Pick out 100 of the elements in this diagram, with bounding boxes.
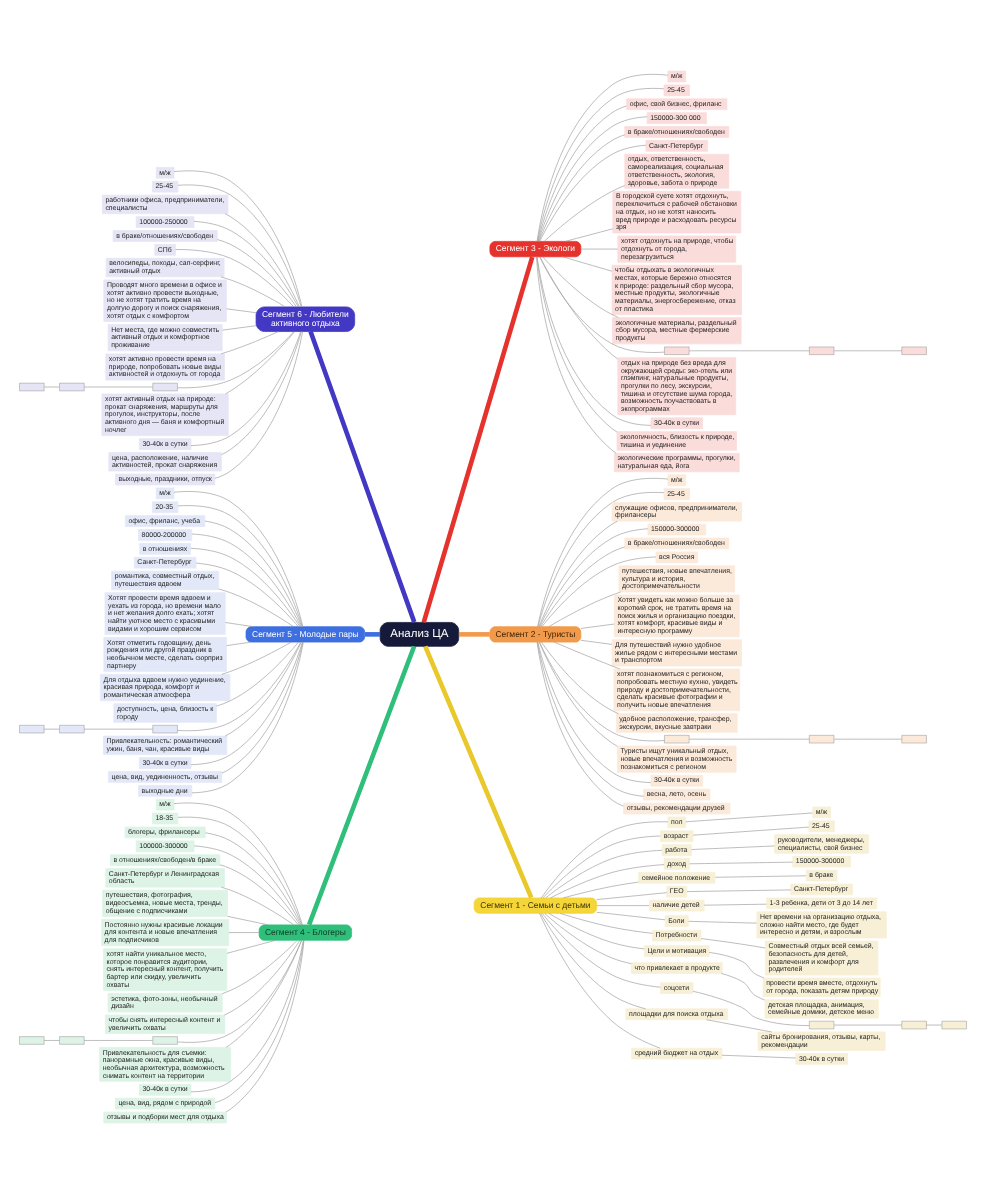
connector — [706, 1019, 772, 1033]
connector — [83, 1040, 153, 1041]
connector — [540, 913, 646, 1010]
connector — [548, 913, 645, 950]
connector — [421, 256, 535, 624]
connector — [545, 849, 663, 899]
connector — [539, 144, 647, 242]
connector — [541, 556, 657, 627]
node-box — [809, 346, 835, 355]
node-box — [152, 382, 178, 392]
connector — [177, 940, 302, 1043]
connector — [191, 533, 302, 627]
connector — [538, 134, 626, 242]
connector — [190, 547, 301, 627]
connector — [544, 185, 626, 242]
connector — [565, 228, 614, 242]
node-box — [59, 725, 85, 734]
connector — [221, 641, 292, 675]
connector — [538, 641, 618, 747]
connector — [563, 881, 639, 899]
connector — [225, 940, 305, 1113]
connector — [539, 256, 665, 353]
connector — [686, 889, 792, 892]
connector — [83, 386, 153, 388]
connector — [221, 940, 298, 995]
connector — [423, 645, 534, 899]
connector — [193, 221, 299, 307]
connector — [43, 1040, 60, 1041]
connector — [700, 938, 766, 949]
connector — [539, 913, 661, 1049]
node-box — [901, 735, 927, 744]
connector — [214, 940, 305, 1103]
connector — [539, 256, 618, 360]
connector — [692, 990, 810, 1026]
connector — [224, 642, 302, 737]
connector — [226, 940, 276, 954]
connector — [195, 562, 299, 627]
connector — [214, 331, 303, 479]
node-box — [152, 1036, 178, 1045]
connector — [542, 256, 619, 318]
node-box — [59, 1036, 85, 1045]
connector — [562, 256, 613, 272]
connector — [691, 845, 775, 850]
connector — [177, 331, 295, 389]
connector — [550, 864, 665, 899]
connector — [538, 520, 618, 627]
connector — [220, 886, 294, 926]
connector — [43, 728, 60, 730]
connector — [228, 932, 260, 933]
connector — [580, 248, 618, 250]
connector — [217, 239, 297, 307]
node-box — [19, 382, 45, 392]
connector — [218, 588, 294, 627]
connector — [193, 845, 301, 926]
connector — [190, 940, 304, 1093]
connector — [458, 632, 490, 637]
node-box — [901, 346, 927, 355]
connector — [190, 331, 302, 446]
node-box — [19, 725, 45, 734]
connector — [692, 826, 810, 836]
connector — [708, 952, 765, 979]
connector — [307, 645, 417, 926]
node-box — [809, 1020, 835, 1030]
connector — [688, 350, 810, 352]
connector — [224, 213, 300, 308]
connector — [688, 920, 757, 924]
connector — [540, 546, 626, 627]
connector — [833, 738, 903, 740]
node-box — [664, 346, 690, 355]
node-box — [59, 382, 85, 392]
node-box — [809, 735, 835, 744]
connector — [544, 913, 632, 964]
connector — [536, 641, 624, 807]
connector — [177, 641, 302, 732]
connector — [596, 905, 650, 906]
connector — [541, 913, 661, 988]
connector — [537, 642, 644, 797]
connector — [221, 331, 302, 455]
node-box — [664, 735, 690, 744]
connector — [833, 1024, 903, 1026]
node-box — [941, 1020, 967, 1030]
connector — [365, 632, 381, 637]
connector — [703, 903, 767, 906]
connector — [536, 256, 652, 426]
connector — [580, 623, 615, 629]
connector — [721, 1054, 797, 1059]
connector — [596, 892, 668, 900]
connector — [685, 812, 813, 823]
connector — [541, 821, 669, 899]
connector — [216, 641, 299, 707]
connector — [539, 641, 665, 742]
connector — [548, 591, 621, 627]
connector — [539, 528, 649, 627]
connector — [227, 916, 269, 926]
connector — [204, 520, 303, 627]
connector — [714, 875, 807, 878]
connector — [537, 641, 652, 783]
connector — [175, 249, 295, 308]
connector — [688, 738, 810, 740]
connector — [538, 116, 648, 242]
